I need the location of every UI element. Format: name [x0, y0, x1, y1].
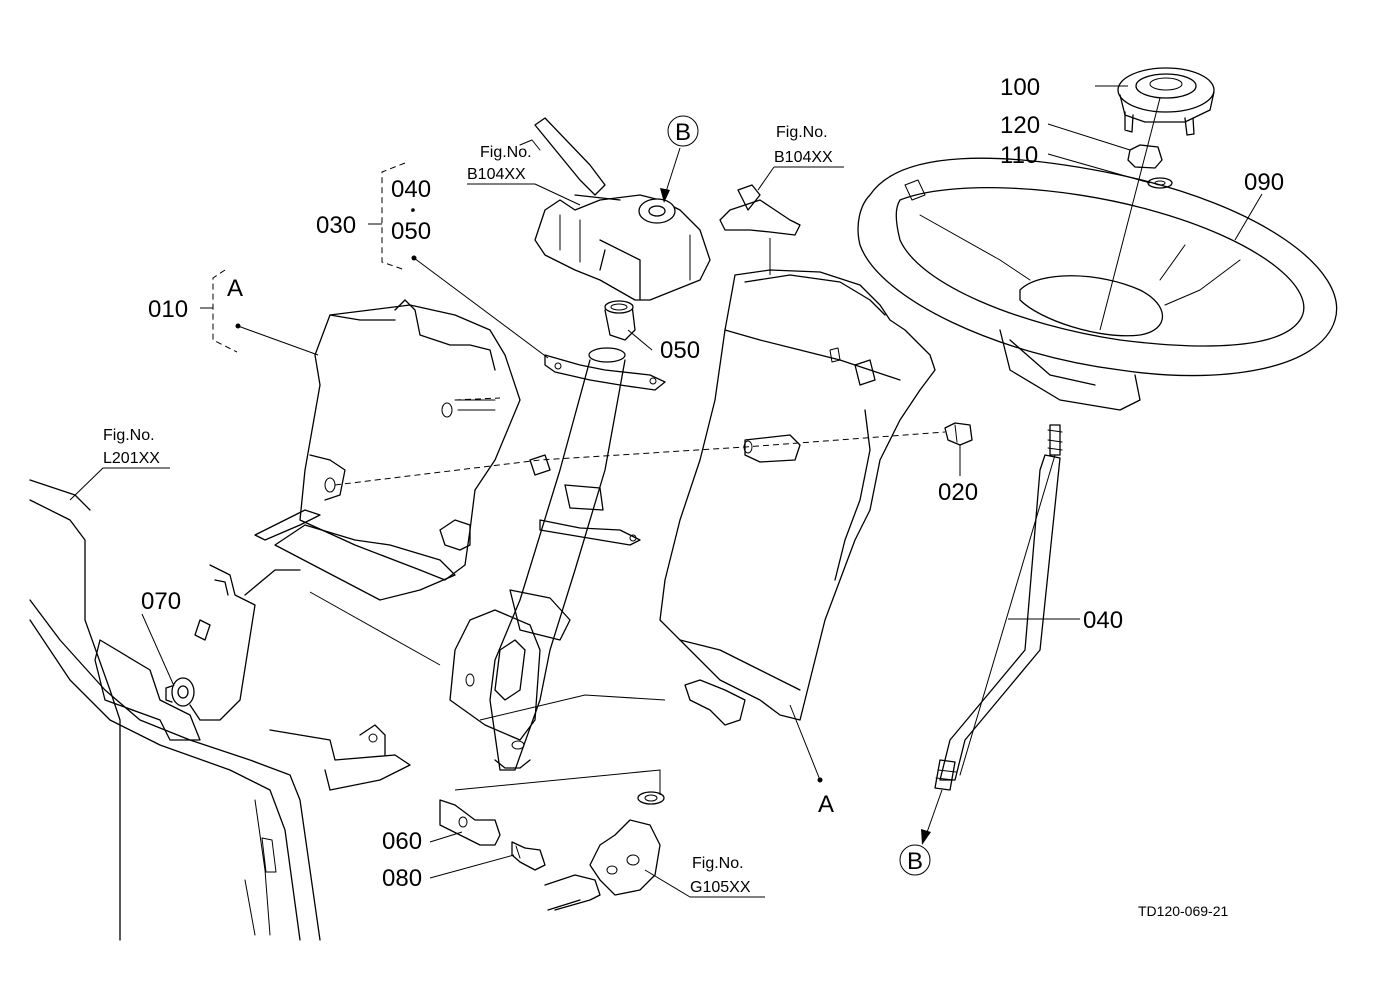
label-100: 100	[1000, 74, 1040, 101]
figure-references: Fig.No. B104XX Fig.No. B104XX Fig.No. L2…	[103, 124, 833, 896]
nut-070-illustration	[165, 677, 195, 707]
part-labels: 100 120 110 090 040 020 050 030 040 050 …	[141, 74, 1284, 892]
universal-joint-illustration	[544, 791, 665, 911]
reference-lines	[309, 97, 1161, 795]
fig1-label: Fig.No.	[480, 144, 532, 161]
bracket-060-illustration	[439, 799, 501, 846]
center-cap-100-illustration	[1117, 67, 1215, 136]
bushing-050-illustration	[604, 300, 636, 341]
steering-column-illustration	[449, 347, 666, 771]
label-110: 110	[1000, 142, 1038, 169]
lower-cover-010-illustration	[254, 299, 521, 601]
fig4-label: Fig.No.	[692, 855, 744, 872]
washer-110-illustration	[1147, 177, 1173, 189]
bolt-080-illustration	[511, 841, 546, 871]
b-callouts: B B	[667, 115, 931, 876]
assembly-dashed-lines	[334, 397, 946, 486]
fig3-label: Fig.No.	[103, 427, 155, 444]
steering-wheel-090-illustration	[857, 157, 1338, 411]
label-b-top: B	[675, 119, 691, 146]
label-010: 010	[148, 296, 188, 323]
label-050-group: 050	[391, 218, 431, 245]
label-020: 020	[938, 479, 978, 506]
label-030: 030	[316, 212, 356, 239]
label-040: 040	[1083, 607, 1123, 634]
leader-lines	[141, 85, 1263, 879]
group-bracket-030	[368, 162, 415, 271]
steering-shaft-040-illustration	[934, 424, 1063, 791]
label-b-bottom: B	[907, 848, 923, 875]
label-040-group: 040	[391, 176, 431, 203]
label-080: 080	[382, 865, 422, 892]
label-120: 120	[1000, 112, 1040, 139]
b-arrow-top	[660, 147, 681, 203]
label-090: 090	[1244, 169, 1284, 196]
fig4-code: G105XX	[690, 879, 751, 896]
combination-switch-illustration	[519, 117, 711, 301]
group-bracket-010	[200, 269, 238, 353]
fig2-code: B104XX	[774, 149, 833, 166]
screw-020-illustration	[944, 422, 973, 446]
label-060: 060	[382, 828, 422, 855]
fig3-code: L201XX	[103, 450, 160, 467]
fig1-code: B104XX	[467, 166, 526, 183]
fig2-label: Fig.No.	[776, 124, 828, 141]
dashboard-frame-illustration	[29, 479, 411, 941]
label-a-bottom: A	[818, 791, 834, 818]
b-arrow-bottom	[921, 789, 943, 845]
figure-reference-leaders	[69, 166, 844, 898]
label-a-group: A	[227, 275, 243, 302]
nut-120-illustration	[1127, 144, 1163, 169]
label-070: 070	[141, 588, 181, 615]
drawing-code: TD120-069-21	[1138, 903, 1228, 919]
label-050: 050	[660, 337, 700, 364]
upper-cover-illustration	[659, 184, 936, 726]
